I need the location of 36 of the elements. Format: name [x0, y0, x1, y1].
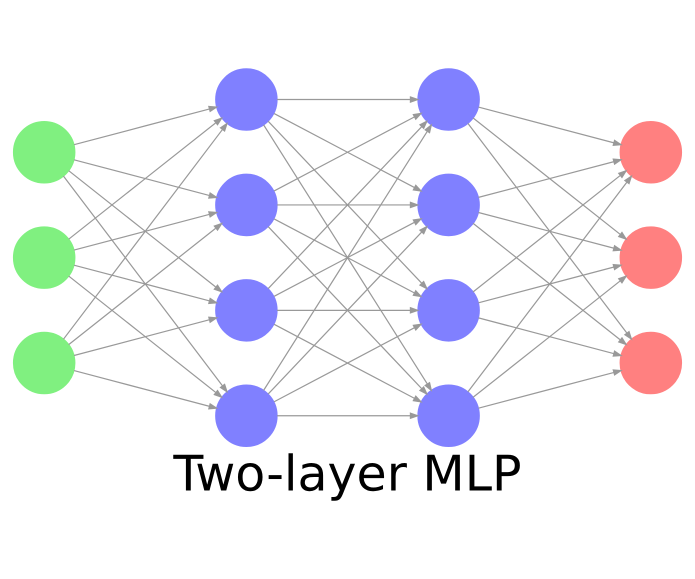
- arrow: [63, 122, 228, 340]
- arrow: [277, 96, 420, 103]
- arrow: [472, 170, 628, 292]
- arrow: [472, 222, 628, 346]
- arrow: [74, 211, 218, 251]
- arrow: [74, 370, 218, 410]
- arrow: [467, 123, 633, 341]
- arrow: [478, 212, 623, 252]
- arrow: [277, 412, 420, 420]
- node-circle: [620, 226, 682, 289]
- arrow: [74, 264, 218, 304]
- arrow: [74, 106, 218, 146]
- node-circle: [215, 279, 278, 342]
- node-circle: [12, 332, 76, 394]
- node-circle: [12, 226, 76, 289]
- node-circle: [215, 174, 278, 236]
- arrow: [467, 174, 633, 392]
- arrow: [277, 306, 420, 314]
- arrow: [478, 369, 623, 409]
- arrow: [63, 176, 228, 394]
- arrow: [68, 170, 224, 293]
- arrow: [68, 116, 224, 240]
- arrow: [478, 317, 623, 357]
- arrow: [68, 276, 224, 398]
- node-circle: [620, 120, 682, 184]
- arrow: [277, 202, 420, 208]
- caption: Two-layer MLP: [173, 444, 522, 502]
- arrow: [478, 106, 623, 146]
- arrow: [74, 159, 218, 199]
- arrow: [478, 264, 623, 304]
- node-circle: [12, 120, 76, 184]
- arrow: [472, 118, 628, 240]
- arrow: [478, 158, 623, 198]
- arrow: [472, 275, 628, 398]
- arrow: [74, 316, 218, 356]
- arrow: [68, 222, 224, 346]
